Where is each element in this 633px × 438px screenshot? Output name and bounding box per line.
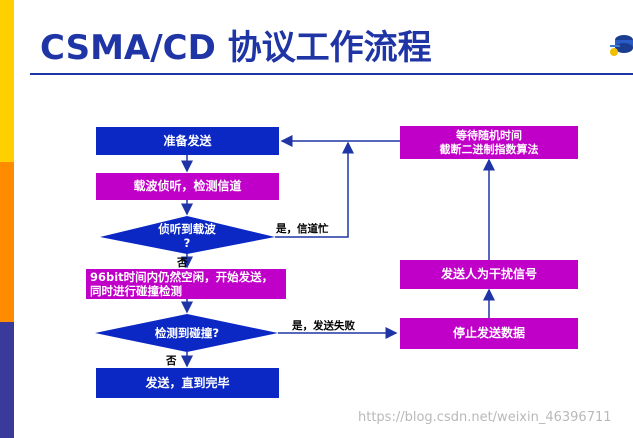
wait-random-box: 等待随机时间 截断二进制指数算法 [400,126,578,159]
send-96bit-line1: 96bit时间内仍然空闲，开始发送， [90,270,274,284]
label-no-1: 否 [177,257,188,269]
page-title: CSMA/CD 协议工作流程 [40,28,432,68]
send-96bit-line2: 同时进行碰撞检测 [90,284,182,298]
send-until-done-box: 发送，直到完毕 [96,368,279,398]
decision-carrier-diamond [100,216,275,254]
label-fail: 是，发送失败 [292,320,355,332]
send-jam-box: 发送人为干扰信号 [400,260,578,289]
decision-carrier-line2: ? [183,236,191,250]
prepare-send-box: 准备发送 [96,127,279,155]
send-until-done-label: 发送，直到完毕 [145,375,230,390]
send-96bit-box: 96bit时间内仍然空闲，开始发送， 同时进行碰撞检测 [86,269,286,299]
decision-carrier-line1: 侦听到载波 [158,222,216,236]
wait-random-line1: 等待随机时间 [456,128,522,142]
label-busy: 是，信道忙 [276,223,329,235]
prepare-send-label: 准备发送 [163,133,212,148]
decision-collision-diamond [95,314,278,352]
carrier-sense-label: 载波侦听，检测信道 [133,179,242,193]
decision-collision-text: 检测到碰撞? [154,326,220,340]
side-bar-yellow [0,0,14,162]
stop-send-box: 停止发送数据 [400,318,578,349]
stop-send-label: 停止发送数据 [452,326,525,340]
send-jam-label: 发送人为干扰信号 [440,267,537,281]
network-devices-icon [606,28,633,58]
label-no-2: 否 [166,355,177,367]
watermark-text: https://blog.csdn.net/weixin_46396711 [358,410,612,425]
side-bar-orange [0,162,14,322]
wait-random-line2: 截断二进制指数算法 [439,142,539,156]
decision-carrier-text: 侦听到载波 ? [140,222,234,250]
side-bar-purple [0,322,14,438]
carrier-sense-box: 载波侦听，检测信道 [96,173,279,200]
title-divider [30,73,633,75]
